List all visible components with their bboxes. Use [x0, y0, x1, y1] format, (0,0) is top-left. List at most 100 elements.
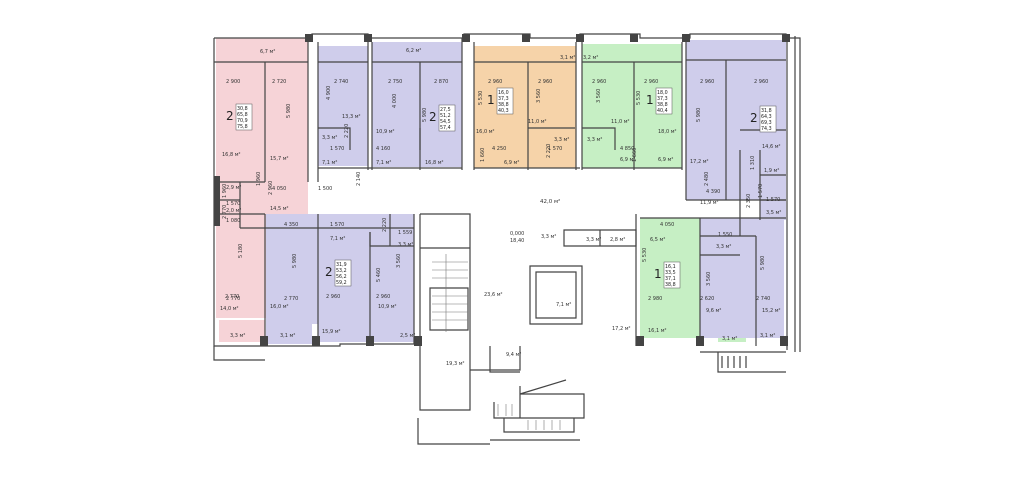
apartment-value: 37,1 — [665, 276, 676, 282]
apartment-rooms: 1 — [654, 267, 662, 281]
dimension-label: 2 900 — [226, 79, 240, 85]
dimension-label: 5 530 — [642, 248, 648, 262]
room-area: 6,2 м² — [406, 48, 421, 54]
room-area: 6,5 м² — [650, 237, 665, 243]
dimension-label: 2 480 — [704, 172, 710, 186]
apartment-value: 37,3 — [657, 96, 668, 102]
room-area: 11,0 м² — [611, 119, 630, 125]
apartment-value: 74,3 — [761, 126, 772, 132]
apartment-table: 1 16,1 33,5 37,1 38,8 — [654, 261, 681, 289]
room-area: 3,1 м² — [280, 333, 295, 339]
dimension-label: 2 960 — [376, 294, 390, 300]
dimension-label: 2 750 — [388, 79, 402, 85]
room-area: 3,3 м² — [587, 137, 602, 143]
room-area: 11,9 м² — [700, 200, 719, 206]
dimension-label: 2 220 — [546, 144, 552, 158]
apartment-value: 51,2 — [440, 113, 451, 119]
room-area: 17,2 м² — [690, 159, 709, 165]
room-area: 3,3 м² — [541, 234, 556, 240]
apartment-value: 40,3 — [498, 108, 509, 114]
dimension-label: 2 770 — [284, 296, 298, 302]
dimension-label: 1 570 — [330, 146, 344, 152]
room-area: 11,0 м² — [528, 119, 547, 125]
room-area: 18,0 м² — [658, 129, 677, 135]
floor-mark: 18,40 — [510, 238, 524, 244]
apartment-lavender-6[interactable] — [700, 218, 784, 338]
dimension-label: 2 740 — [334, 79, 348, 85]
apartment-value: 18,0 — [657, 90, 668, 96]
apartment-table: 2 30,8 65,8 70,9 75,8 — [226, 103, 253, 131]
room-area: 2,8 м² — [610, 237, 625, 243]
dimension-label: 2 770 — [226, 296, 240, 302]
dimension-label: 2 960 — [592, 79, 606, 85]
apartment-lavender-2[interactable] — [372, 42, 462, 167]
apartment-value: 40,4 — [657, 108, 668, 114]
dimension-label: 2 220 — [344, 124, 350, 138]
staircase — [432, 254, 561, 430]
room-area: 15,7 м² — [270, 156, 289, 162]
dimension-label: 2 770 — [225, 294, 239, 300]
apartment-value: 27,5 — [440, 107, 451, 113]
dimension-label: 1 570 — [766, 197, 780, 203]
dimension-label: 2 960 — [644, 79, 658, 85]
room-area: 10,9 м² — [378, 304, 397, 310]
dimension-label: 2 720 — [272, 79, 286, 85]
apartment-table: 2 31,8 64,3 69,3 74,3 — [750, 105, 777, 133]
apartment-value: 54,5 — [440, 119, 451, 125]
dimension-label: 2 870 — [434, 79, 448, 85]
apartment-fills — [216, 38, 786, 344]
apartment-value: 38,8 — [657, 102, 668, 108]
apartment-value: 69,3 — [761, 120, 772, 126]
room-labels: 6,7 м² 16,8 м² 15,7 м² 2,9 м² 2,0 м² 14,… — [220, 48, 781, 367]
apartment-lavender-1[interactable] — [318, 46, 368, 166]
room-area: 6,9 м² — [504, 160, 519, 166]
apartment-value: 38,8 — [665, 282, 676, 288]
dimension-label: 5 980 — [292, 254, 298, 268]
room-area: 7,1 м² — [330, 236, 345, 242]
apartment-value: 56,2 — [336, 274, 347, 280]
room-area: 16,0 м² — [270, 304, 289, 310]
room-area: 7,1 м² — [322, 160, 337, 166]
dimension-label: 2 960 — [326, 294, 340, 300]
apartment-value: 33,5 — [665, 270, 676, 276]
room-area: 3,1 м² — [722, 336, 737, 342]
dimension-label: 1 660 — [480, 148, 486, 162]
apartment-table: 1 18,0 37,3 38,8 40,4 — [646, 87, 673, 115]
room-area: 23,6 м² — [484, 292, 503, 298]
room-area: 7,1 м² — [376, 160, 391, 166]
dimension-label: 3 560 — [706, 272, 712, 286]
apartment-value: 64,3 — [761, 114, 772, 120]
apartment-value: 37,3 — [498, 96, 509, 102]
room-area: 9,4 м² — [506, 352, 521, 358]
room-area: 2,9 м² — [226, 185, 241, 191]
dimension-label: 4 900 — [326, 86, 332, 100]
dimension-label: 4 250 — [492, 146, 506, 152]
apartment-value: 31,9 — [336, 262, 347, 268]
dimension-label: 5 180 — [238, 244, 244, 258]
dimension-label: 4 160 — [376, 146, 390, 152]
apartment-table: 1 16,0 37,3 38,8 40,3 — [487, 87, 514, 115]
room-area: 17,2 м² — [612, 326, 631, 332]
dimension-label: 2 220 — [382, 218, 388, 232]
dimension-label: 2 960 — [268, 181, 274, 195]
room-area: 14,5 м² — [270, 206, 289, 212]
dimension-label: 5 530 — [636, 91, 642, 105]
apartment-value: 65,8 — [237, 112, 248, 118]
dimension-label: 1 500 — [318, 186, 332, 192]
room-area: 3,3 м² — [398, 242, 413, 248]
room-area: 3,3 м² — [230, 333, 245, 339]
dimension-label: 5 980 — [696, 108, 702, 122]
dimension-label: 5 980 — [422, 108, 428, 122]
apartment-lavender-5[interactable] — [318, 214, 414, 342]
dimension-label: 5 980 — [286, 104, 292, 118]
dimension-label: 1 960 — [256, 172, 262, 186]
room-area: 6,9 м² — [658, 157, 673, 163]
room-area: 13,3 м² — [342, 114, 361, 120]
apartment-value: 53,2 — [336, 268, 347, 274]
apartment-orange[interactable] — [474, 46, 576, 168]
room-area: 16,8 м² — [222, 152, 241, 158]
apartment-value: 70,9 — [237, 118, 248, 124]
apartment-lavender-4[interactable] — [266, 214, 320, 324]
dimension-label: 2 960 — [700, 79, 714, 85]
room-area: 19,3 м² — [446, 361, 465, 367]
